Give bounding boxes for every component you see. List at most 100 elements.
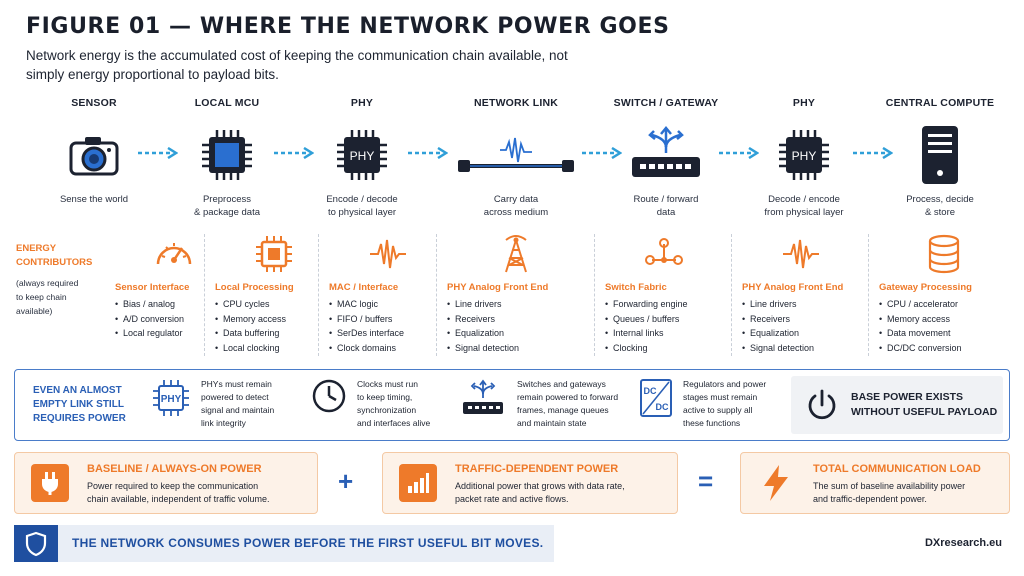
clock-icon (312, 379, 346, 413)
dcdc-label-top: DC (644, 386, 657, 396)
arrow-icon (408, 147, 448, 159)
band-item-switch: Switches and gateways remain powered to … (459, 378, 618, 430)
footer-text: THE NETWORK CONSUMES POWER BEFORE THE FI… (72, 536, 544, 550)
stage-phy: PHY PHY Encode / decode to physical laye… (302, 97, 422, 219)
processor-icon (215, 234, 332, 274)
band-item-phy: PHY PHYs must remain powered to detect s… (151, 378, 274, 430)
contributors-label: ENERGY CONTRIBUTORS (16, 243, 93, 268)
contributor-title: Sensor Interface (115, 282, 190, 293)
band-item-clock: Clocks must run to keep timing, synchron… (311, 378, 430, 430)
contributor-local-processing: Local Processing CPU cycles Memory acces… (204, 234, 332, 356)
stage-sensor: SENSOR Sense the world (34, 97, 154, 206)
contributor-item: Local regulator (115, 326, 233, 341)
baseline-power-card: BASELINE / ALWAYS-ON POWER Power require… (14, 452, 318, 514)
contributor-title: MAC / Interface (329, 282, 399, 293)
figure-subtitle: Network energy is the accumulated cost o… (26, 48, 568, 82)
baseline-title: BASELINE / ALWAYS-ON POWER (87, 463, 262, 475)
base-power-text: BASE POWER EXISTS WITHOUT USEFUL PAYLOAD (851, 391, 998, 418)
stage-central-compute: CENTRAL COMPUTE Process, decide & store (880, 97, 1000, 219)
contributor-item: CPU / accelerator (879, 297, 1008, 312)
phy-chip-icon: PHY (744, 123, 864, 187)
contributor-item: CPU cycles (215, 297, 332, 312)
shield-icon (14, 525, 58, 562)
contributor-sensor-interface: Sensor Interface Bias / analog A/D conve… (105, 234, 233, 356)
switch-icon (606, 123, 726, 187)
traffic-power-card: TRAFFIC-DEPENDENT POWER Additional power… (382, 452, 678, 514)
stage-name: CENTRAL COMPUTE (885, 97, 995, 109)
arrow-icon (853, 147, 893, 159)
contributor-item: Memory access (879, 312, 1008, 327)
contributors-note: (always required to keep chain available… (16, 278, 79, 316)
contributor-title: Switch Fabric (605, 282, 667, 293)
stage-phy-2: PHY PHY Decode / encode from physical la… (744, 97, 864, 219)
stage-caption: Process, decide & store (906, 194, 974, 218)
contributor-item: DC/DC conversion (879, 341, 1008, 356)
stage-caption: Preprocess & package data (193, 194, 261, 218)
tower-icon (447, 234, 584, 274)
contributor-item: FIFO / buffers (329, 312, 446, 327)
chip-icon (167, 123, 287, 187)
chip-label: PHY (792, 149, 817, 163)
stage-caption: Encode / decode to physical layer (326, 194, 398, 218)
arrow-icon (582, 147, 622, 159)
contributor-item: Data buffering (215, 326, 332, 341)
power-icon (808, 389, 836, 420)
stage-name: LOCAL MCU (194, 97, 260, 109)
cable-icon (456, 123, 576, 187)
phy-icon: PHY (153, 380, 189, 416)
contributor-item: Local clocking (215, 341, 332, 356)
switch-icon (463, 379, 503, 414)
contributor-title: PHY Analog Front End (447, 282, 549, 293)
baseline-text: Power required to keep the communication… (87, 481, 270, 504)
contributor-mac-interface: MAC / Interface MAC logic FIFO / buffers… (318, 234, 446, 356)
arrow-icon (719, 147, 759, 159)
contributor-item: Queues / buffers (605, 312, 722, 327)
contributor-title: Local Processing (215, 282, 294, 293)
stage-caption: Carry data across medium (483, 194, 549, 218)
gauge-icon (115, 234, 233, 274)
empty-link-band: EVEN AN ALMOST EMPTY LINK STILL REQUIRES… (14, 369, 1010, 441)
contributor-title: PHY Analog Front End (742, 282, 844, 293)
camera-icon (34, 123, 154, 187)
network-node-icon (605, 234, 722, 274)
contributor-item: Data movement (879, 326, 1008, 341)
stage-local-mcu: LOCAL MCU Preprocess & package data (167, 97, 287, 219)
contributor-item: Memory access (215, 312, 332, 327)
equals-operator: = (698, 466, 714, 496)
contributor-item: Bias / analog (115, 297, 233, 312)
stage-caption: Route / forward data (633, 194, 699, 218)
contributor-item: Signal detection (742, 341, 859, 356)
total-title: TOTAL COMMUNICATION LOAD (813, 463, 981, 475)
footer-banner: THE NETWORK CONSUMES POWER BEFORE THE FI… (14, 525, 554, 562)
base-power-box: BASE POWER EXISTS WITHOUT USEFUL PAYLOAD (791, 376, 1003, 434)
contributor-item: SerDes interface (329, 326, 446, 341)
contributor-gateway-processing: Gateway Processing CPU / accelerator Mem… (868, 234, 1008, 356)
phy-chip-icon: PHY (302, 123, 422, 187)
band-item-text: Switches and gateways remain powered to … (517, 379, 619, 428)
dcdc-label-bottom: DC (656, 402, 669, 412)
brand-label: DXresearch.eu (924, 537, 1002, 549)
stage-name: PHY (792, 97, 816, 109)
contributor-item: Clock domains (329, 341, 446, 356)
bar-chart-icon (399, 464, 437, 502)
plug-icon (31, 464, 69, 502)
contributor-item: Signal detection (447, 341, 584, 356)
band-item-text: Regulators and power stages must remain … (683, 379, 767, 428)
plus-operator: + (338, 466, 354, 496)
stage-name: PHY (350, 97, 374, 109)
contributor-item: MAC logic (329, 297, 446, 312)
contributor-item: Equalization (742, 326, 859, 341)
contributor-item: A/D conversion (115, 312, 233, 327)
waveform-icon (742, 234, 859, 274)
chip-label: PHY (350, 149, 375, 163)
total-load-card: TOTAL COMMUNICATION LOAD The sum of base… (740, 452, 1010, 514)
band-heading: EVEN AN ALMOST EMPTY LINK STILL REQUIRES… (33, 385, 126, 424)
contributor-item: Equalization (447, 326, 584, 341)
contributor-item: Receivers (742, 312, 859, 327)
band-item-text: Clocks must run to keep timing, synchron… (357, 379, 431, 428)
contributor-title: Gateway Processing (879, 282, 972, 293)
stage-network-link: NETWORK LINK Carry data across medium (456, 97, 576, 219)
stage-name: SWITCH / GATEWAY (613, 97, 719, 109)
traffic-title: TRAFFIC-DEPENDENT POWER (455, 463, 619, 475)
contributor-item: Forwarding engine (605, 297, 722, 312)
